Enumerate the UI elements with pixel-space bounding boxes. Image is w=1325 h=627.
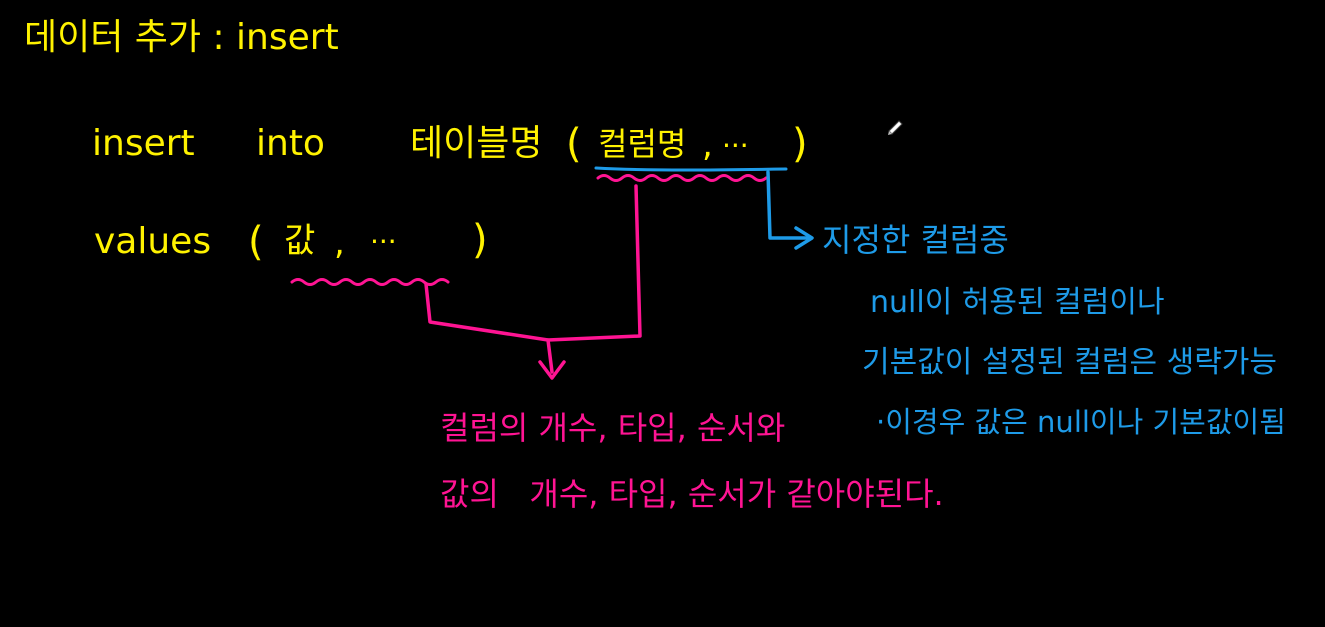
into-keyword: into — [256, 123, 325, 164]
blue-arrow-head — [794, 226, 814, 250]
blue-note-line-4: ·이경우 값은 null이나 기본값이됨 — [876, 405, 1286, 439]
pen-cursor-icon — [888, 120, 903, 135]
pink-note-line-1: 컬럼의 개수, 타입, 순서와 — [440, 409, 786, 447]
value-placeholder: 값 — [284, 221, 316, 261]
values-comma: , — [334, 223, 345, 263]
blue-column-underline — [594, 166, 788, 172]
pink-connector-right — [546, 184, 642, 342]
page-title: 데이터 추가 : insert — [24, 17, 339, 58]
insert-keyword: insert — [92, 123, 195, 164]
columns-ellipsis: ··· — [722, 129, 749, 162]
pink-note-line-2: 값의 개수, 타입, 순서가 같아야된다. — [440, 475, 944, 513]
pink-arrow-head — [538, 360, 566, 380]
values-keyword: values — [94, 221, 212, 262]
blue-note-line-1: 지정한 컬럼중 — [822, 221, 1009, 259]
pink-column-wavy-underline — [596, 174, 768, 182]
columns-comma: , — [702, 125, 713, 165]
values-ellipsis: ··· — [370, 225, 397, 258]
column-name-placeholder: 컬럼명 — [598, 125, 687, 163]
close-paren-values: ) — [472, 217, 488, 263]
open-paren-values: ( — [248, 219, 264, 265]
blue-note-line-2: null이 허용된 컬럼이나 — [870, 285, 1165, 320]
table-name-placeholder: 테이블명 — [410, 123, 543, 164]
blue-note-line-3: 기본값이 설정된 컬럼은 생략가능 — [862, 345, 1278, 380]
blue-connector — [766, 170, 810, 240]
close-paren-columns: ) — [792, 121, 808, 167]
pink-connector-left — [424, 282, 554, 374]
open-paren-columns: ( — [566, 121, 582, 167]
pink-values-wavy-underline — [290, 278, 450, 286]
